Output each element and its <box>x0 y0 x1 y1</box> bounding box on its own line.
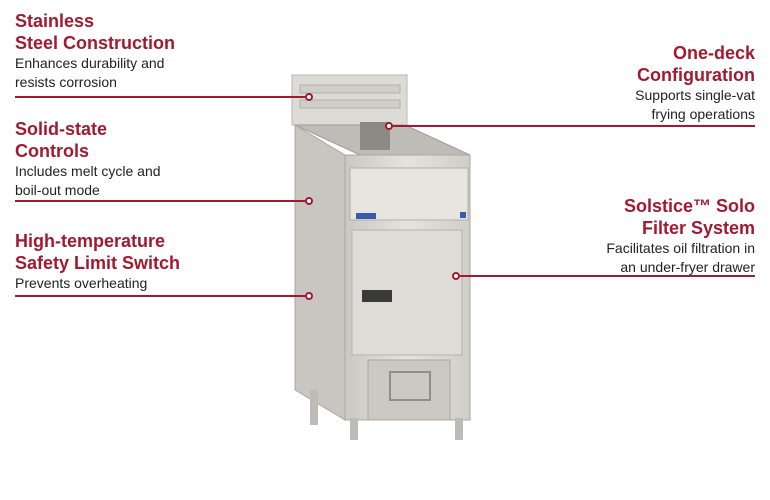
callout-dot-solid-state-controls <box>305 197 313 205</box>
callout-dot-filter-system <box>452 272 460 280</box>
callout-desc-line2: boil-out mode <box>15 182 100 198</box>
callout-line-filter-system <box>460 275 755 277</box>
callout-solid-state-controls: Solid-state Controls Includes melt cycle… <box>15 118 245 200</box>
callout-title-line2: Steel Construction <box>15 33 176 53</box>
callout-title-line1: Stainless <box>15 11 95 31</box>
callout-desc-line1: Prevents overheating <box>15 275 148 291</box>
callout-desc-line1: Supports single-vat <box>635 87 755 103</box>
callout-dot-one-deck <box>385 122 393 130</box>
fryer-image <box>291 74 471 440</box>
callout-title-line1: One-deck <box>672 43 755 63</box>
callout-desc-line1: Includes melt cycle and <box>15 163 161 179</box>
callout-title-line1: Solstice™ Solo <box>623 196 755 216</box>
callout-desc-line2: resists corrosion <box>15 74 117 90</box>
callout-desc-line2: an under-fryer drawer <box>620 259 755 275</box>
callout-desc-line1: Enhances durability and <box>15 55 165 71</box>
callout-stainless-steel: Stainless Steel Construction Enhances du… <box>15 10 245 92</box>
callout-one-deck: One-deck Configuration Supports single-v… <box>525 42 755 124</box>
callout-title-line1: Solid-state <box>15 119 108 139</box>
callout-filter-system: Solstice™ Solo Filter System Facilitates… <box>495 195 755 277</box>
callout-title-line1: High-temperature <box>15 231 166 251</box>
callout-line-one-deck <box>393 125 755 127</box>
callout-line-stainless-steel <box>15 96 305 98</box>
callout-line-safety-limit-switch <box>15 295 305 297</box>
callout-dot-safety-limit-switch <box>305 292 313 300</box>
callout-title-line2: Filter System <box>641 218 755 238</box>
callout-dot-stainless-steel <box>305 93 313 101</box>
callout-desc-line2: frying operations <box>651 106 755 122</box>
callout-title-line2: Configuration <box>637 65 755 85</box>
callout-safety-limit-switch: High-temperature Safety Limit Switch Pre… <box>15 230 245 293</box>
callout-line-solid-state-controls <box>15 200 305 202</box>
callout-title-line2: Controls <box>15 141 89 161</box>
callout-title-line2: Safety Limit Switch <box>15 253 181 273</box>
callout-desc-line1: Facilitates oil filtration in <box>606 240 755 256</box>
